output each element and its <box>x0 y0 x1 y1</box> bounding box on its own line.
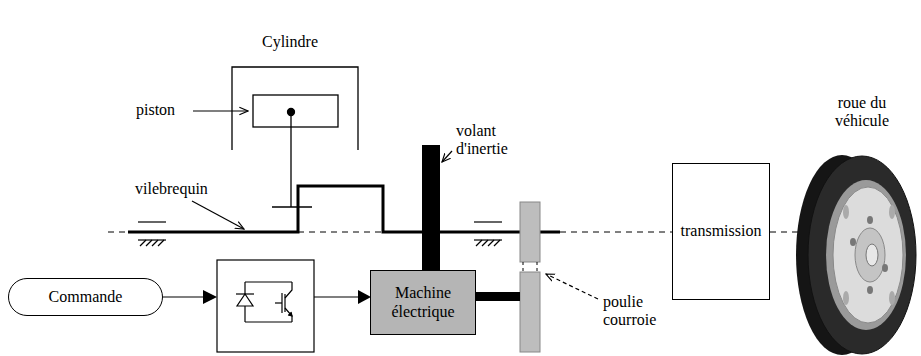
converter-symbol <box>217 260 314 352</box>
converter-symbol <box>288 312 292 316</box>
wheel-picture <box>855 228 885 282</box>
box-text: transmission <box>681 222 762 240</box>
crankshaft <box>770 232 800 233</box>
piston <box>253 95 338 207</box>
wheel-picture <box>850 238 856 246</box>
signal-wire <box>163 296 204 297</box>
converter-symbol <box>285 282 292 298</box>
pulley-belt <box>520 202 540 262</box>
wheel-picture <box>833 187 903 323</box>
leader-arrow <box>193 110 248 111</box>
part-label: poulie courroie <box>603 293 675 330</box>
leader-arrow <box>546 274 598 299</box>
converter-symbol <box>237 294 253 306</box>
bearing <box>152 240 158 246</box>
wheel-picture <box>808 156 916 354</box>
converter-symbol <box>236 293 254 294</box>
converter-symbol <box>217 260 314 352</box>
wheel-picture <box>796 155 916 355</box>
motor-shaft <box>475 292 520 301</box>
converter-symbol <box>245 321 292 322</box>
bearing <box>146 240 152 246</box>
bearing <box>158 240 164 246</box>
motor-shaft <box>475 292 520 301</box>
converter-symbol <box>284 294 285 312</box>
bearing <box>488 240 494 246</box>
wheel-picture <box>843 291 849 305</box>
electric-machine-box: Machine électrique <box>370 270 476 335</box>
part-label: roue du véhicule <box>812 94 912 131</box>
bearing <box>140 240 146 246</box>
bearing <box>476 240 482 246</box>
leader-line <box>192 201 244 229</box>
wheel-picture <box>867 286 873 294</box>
transmission-box: transmission <box>672 163 770 300</box>
wheel-picture <box>866 244 878 266</box>
wheel-picture <box>889 291 895 305</box>
wheel-picture <box>843 205 849 219</box>
bearing <box>494 240 500 246</box>
cylinder-outline <box>232 67 358 150</box>
signal-wire <box>314 296 360 297</box>
converter-symbol <box>245 281 292 282</box>
piston <box>288 109 295 116</box>
part-label: vilebrequin <box>135 180 225 198</box>
box-text: Commande <box>49 288 123 306</box>
leader-arrow <box>442 151 452 162</box>
signal-wire <box>203 290 217 304</box>
converter-symbol <box>275 302 282 303</box>
pulley-belt <box>520 202 540 352</box>
piston <box>290 112 291 207</box>
bearing <box>474 221 502 222</box>
wheel-picture <box>889 205 895 219</box>
wheel-picture <box>826 180 906 330</box>
bearing <box>138 221 166 222</box>
converter-symbol <box>285 308 292 322</box>
bearing <box>482 240 488 246</box>
leader-arrow <box>546 274 598 299</box>
leader-line <box>192 201 244 229</box>
leader-arrow <box>193 111 248 112</box>
cylinder-outline <box>232 67 358 150</box>
bearing <box>474 222 502 246</box>
piston <box>272 206 312 207</box>
box-text: Machine électrique <box>377 284 469 321</box>
signal-wire <box>163 290 371 304</box>
command-box: Commande <box>8 278 163 316</box>
pulley-belt <box>523 262 524 272</box>
piston <box>253 95 338 127</box>
crankshaft <box>298 232 383 233</box>
bearing <box>138 222 166 246</box>
pulley-belt <box>520 272 540 352</box>
leader-arrow <box>442 151 452 162</box>
crankshaft <box>108 232 128 233</box>
wheel-picture <box>882 264 888 272</box>
part-label: piston <box>136 101 191 119</box>
part-label: volant d'inertie <box>456 122 518 159</box>
crankshaft <box>560 232 672 233</box>
part-label: Cylindre <box>245 33 335 51</box>
wheel-picture <box>867 216 873 224</box>
pulley-belt <box>537 262 538 272</box>
